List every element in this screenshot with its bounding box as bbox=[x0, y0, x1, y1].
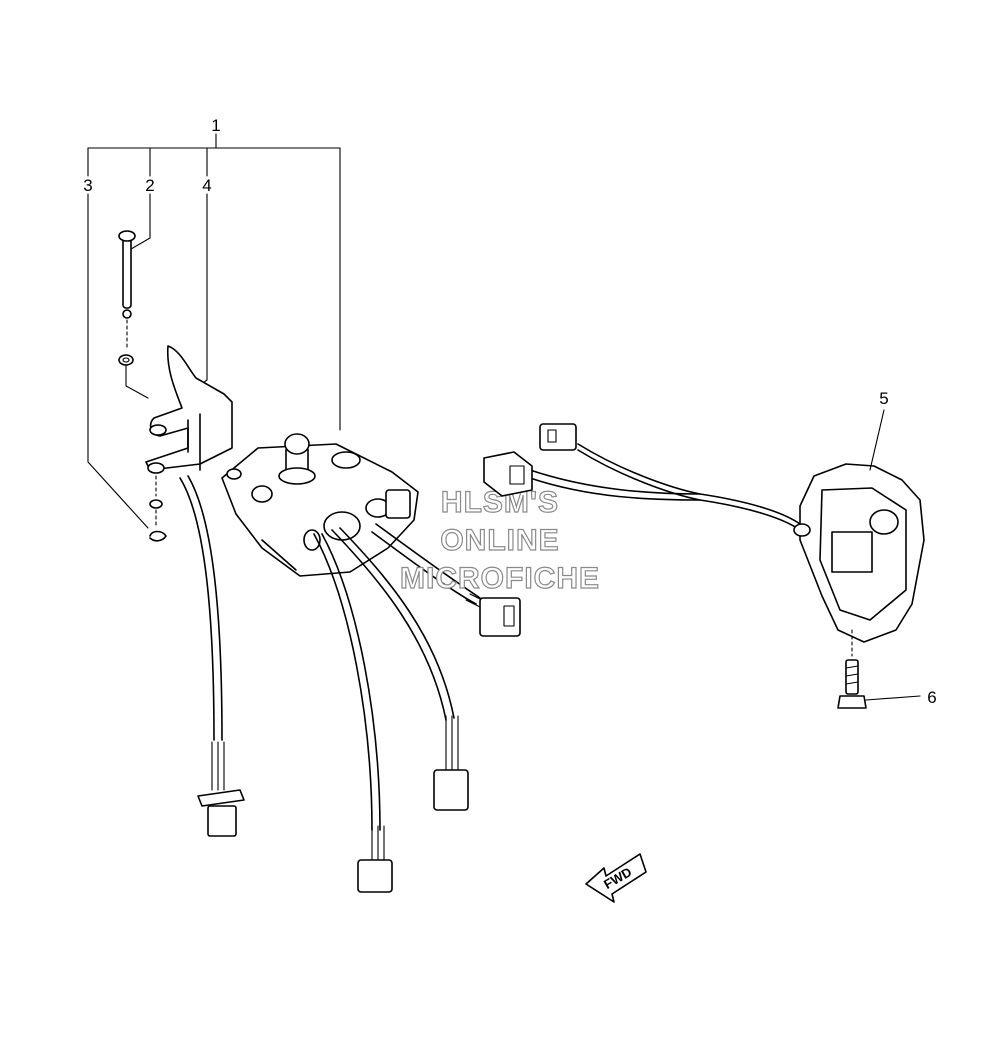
lever-part bbox=[145, 345, 233, 474]
callout-label-6: 6 bbox=[927, 688, 936, 707]
connector-e bbox=[539, 423, 577, 451]
connector-f bbox=[483, 451, 533, 497]
washer-part bbox=[118, 354, 149, 399]
pin-part bbox=[118, 230, 136, 351]
connector-b bbox=[357, 825, 393, 893]
wire-harness-left bbox=[179, 475, 481, 831]
connector-c bbox=[433, 715, 469, 811]
callout-bracket-1 bbox=[87, 133, 341, 529]
switch-housing bbox=[221, 433, 419, 577]
arrow-left-icon bbox=[585, 853, 647, 903]
clip-part bbox=[149, 475, 167, 542]
watermark-line-3: MICROFICHE bbox=[400, 562, 600, 595]
switch-housing-right bbox=[793, 409, 925, 643]
callout-label-4: 4 bbox=[202, 176, 211, 195]
watermark: HLSM'S ONLINE MICROFICHE bbox=[399, 485, 600, 595]
wire-harness-right bbox=[529, 443, 801, 531]
callout-label-3: 3 bbox=[83, 176, 92, 195]
connector-d bbox=[465, 593, 521, 637]
callout-label-5: 5 bbox=[879, 389, 888, 408]
watermark-line-2: ONLINE bbox=[440, 524, 559, 557]
callout-label-1: 1 bbox=[211, 116, 220, 135]
connector-a bbox=[197, 741, 245, 837]
screw-part bbox=[837, 629, 921, 709]
fwd-direction-marker: FWD bbox=[585, 853, 647, 903]
callout-label-2: 2 bbox=[145, 176, 154, 195]
